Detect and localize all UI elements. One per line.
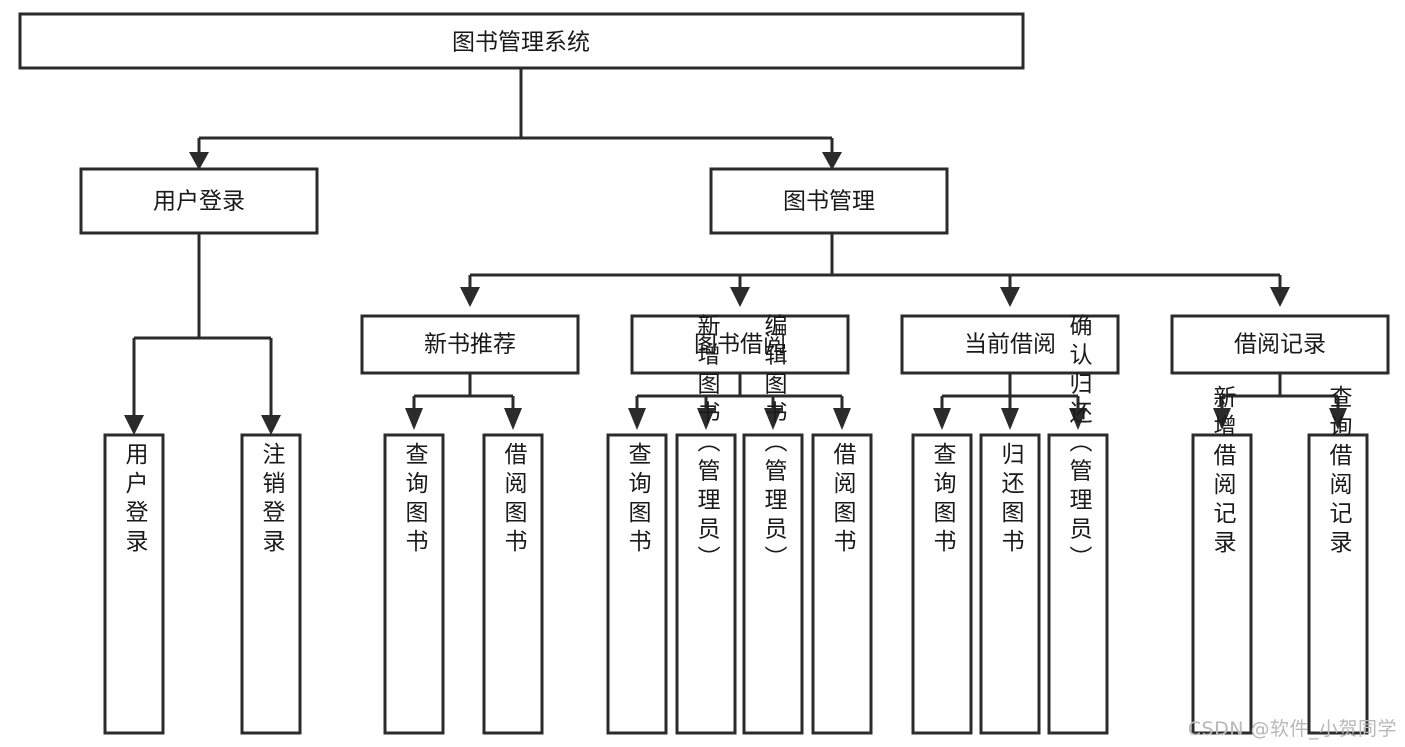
node-user-login-label: 用户登录 bbox=[153, 189, 245, 215]
leaf-borrow-record-query-label: 查询借阅记录 bbox=[1325, 385, 1353, 559]
leaf-current-borrow-return-label: 归还图书 bbox=[997, 442, 1025, 558]
node-current-borrow[interactable]: 当前借阅 bbox=[900, 314, 1120, 375]
leaf-book-borrow-add-label: 新增图书（管理员） bbox=[693, 314, 721, 575]
leaf-new-book-borrow-box[interactable] bbox=[482, 433, 544, 735]
leaf-borrow-record-add-label: 新增借阅记录 bbox=[1209, 385, 1237, 559]
leaf-user-login-logout[interactable]: 注销登录 bbox=[240, 433, 302, 735]
node-new-book-recommend-label: 新书推荐 bbox=[424, 332, 516, 358]
leaf-book-borrow-borrow[interactable]: 借阅图书 bbox=[811, 433, 873, 735]
leaf-book-borrow-add-box[interactable] bbox=[675, 433, 737, 735]
leaf-current-borrow-query[interactable]: 查询图书 bbox=[911, 433, 973, 735]
connector-userlogin-to-leaves bbox=[124, 233, 281, 435]
node-borrow-record-label: 借阅记录 bbox=[1234, 332, 1326, 358]
csdn-watermark: CSDN @软件_小贺同学 bbox=[1187, 718, 1397, 740]
node-book-borrow[interactable]: 图书借阅 bbox=[630, 314, 850, 375]
connector-borrowrecord-to-leaves bbox=[1213, 373, 1347, 430]
node-book-borrow-box[interactable] bbox=[630, 314, 850, 375]
leaf-book-borrow-borrow-box[interactable] bbox=[811, 433, 873, 735]
leaf-user-login-login[interactable]: 用户登录 bbox=[103, 433, 165, 735]
node-root-label: 图书管理系统 bbox=[452, 30, 590, 56]
connector-bookmgmt-to-level3 bbox=[460, 233, 1290, 307]
leaf-user-login-login-label: 用户登录 bbox=[121, 442, 149, 558]
leaf-book-borrow-borrow-label: 借阅图书 bbox=[829, 442, 857, 558]
connector-currentborrow-to-leaves bbox=[933, 373, 1087, 430]
leaf-current-borrow-query-label: 查询图书 bbox=[929, 442, 957, 558]
leaf-new-book-query-label: 查询图书 bbox=[401, 442, 429, 558]
leaf-new-book-borrow-label: 借阅图书 bbox=[500, 442, 528, 558]
node-current-borrow-label: 当前借阅 bbox=[964, 332, 1056, 358]
leaf-book-borrow-edit[interactable]: 编辑图书（管理员） bbox=[742, 314, 804, 735]
leaf-user-login-logout-label: 注销登录 bbox=[258, 442, 286, 558]
node-user-login[interactable]: 用户登录 bbox=[79, 167, 319, 235]
leaf-new-book-query-box[interactable] bbox=[383, 433, 445, 735]
node-book-management-box[interactable] bbox=[709, 167, 949, 235]
node-root[interactable]: 图书管理系统 bbox=[18, 12, 1025, 70]
leaf-current-borrow-return[interactable]: 归还图书 bbox=[979, 433, 1041, 735]
node-borrow-record-box[interactable] bbox=[1170, 314, 1390, 375]
leaf-book-borrow-query-box[interactable] bbox=[606, 433, 668, 735]
leaf-user-login-login-box[interactable] bbox=[103, 433, 165, 735]
leaf-book-borrow-query-label: 查询图书 bbox=[624, 442, 652, 558]
leaf-book-borrow-query[interactable]: 查询图书 bbox=[606, 433, 668, 735]
leaf-current-borrow-query-box[interactable] bbox=[911, 433, 973, 735]
leaf-book-borrow-edit-label: 编辑图书（管理员） bbox=[760, 314, 788, 575]
node-current-borrow-box[interactable] bbox=[900, 314, 1120, 375]
leaf-borrow-record-add[interactable]: 新增借阅记录 bbox=[1191, 385, 1253, 735]
node-book-borrow-label: 图书借阅 bbox=[694, 332, 786, 358]
node-book-management[interactable]: 图书管理 bbox=[709, 167, 949, 235]
leaf-user-login-logout-box[interactable] bbox=[240, 433, 302, 735]
leaf-current-borrow-confirm-label: 确认归还（管理员） bbox=[1065, 314, 1093, 575]
node-borrow-record[interactable]: 借阅记录 bbox=[1170, 314, 1390, 375]
node-user-login-box[interactable] bbox=[79, 167, 319, 235]
leaf-book-borrow-add[interactable]: 新增图书（管理员） bbox=[675, 314, 737, 735]
node-root-box[interactable] bbox=[18, 12, 1025, 70]
node-book-management-label: 图书管理 bbox=[783, 189, 875, 215]
leaf-borrow-record-query-box[interactable] bbox=[1307, 433, 1369, 735]
leaf-borrow-record-add-box[interactable] bbox=[1191, 433, 1253, 735]
leaf-new-book-query[interactable]: 查询图书 bbox=[383, 433, 445, 735]
connector-root-to-level2 bbox=[189, 68, 842, 170]
leaf-book-borrow-edit-box[interactable] bbox=[742, 433, 804, 735]
leaf-current-borrow-confirm[interactable]: 确认归还（管理员） bbox=[1047, 314, 1109, 735]
connector-newbook-to-leaves bbox=[405, 373, 522, 430]
node-new-book-recommend[interactable]: 新书推荐 bbox=[360, 314, 580, 375]
leaf-new-book-borrow[interactable]: 借阅图书 bbox=[482, 433, 544, 735]
leaf-borrow-record-query[interactable]: 查询借阅记录 bbox=[1307, 385, 1369, 735]
connector-bookborrow-to-leaves bbox=[628, 373, 851, 430]
node-new-book-recommend-box[interactable] bbox=[360, 314, 580, 375]
leaf-current-borrow-confirm-box[interactable] bbox=[1047, 433, 1109, 735]
leaf-current-borrow-return-box[interactable] bbox=[979, 433, 1041, 735]
